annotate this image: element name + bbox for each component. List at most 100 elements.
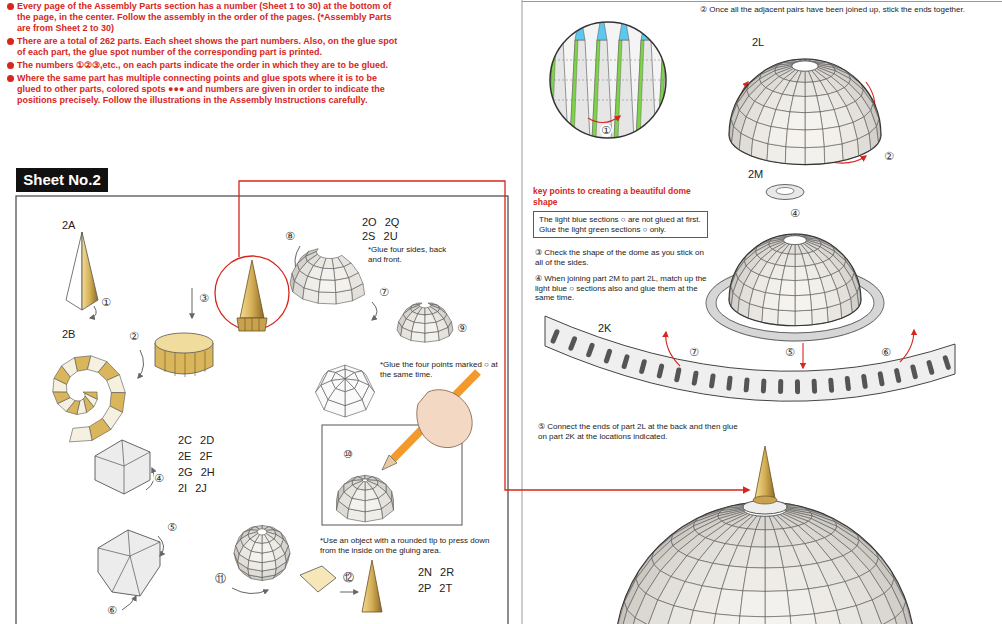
- step-number: ⑥: [880, 346, 892, 359]
- pencil-tip: [382, 455, 397, 470]
- part-number: 2I 2J: [178, 482, 207, 495]
- panel-divider: [522, 0, 523, 624]
- part-number: 2S 2U: [362, 230, 398, 243]
- dome-panel: [797, 71, 805, 82]
- dome-panel: [740, 591, 765, 617]
- part-number: 2N 2R: [418, 566, 454, 579]
- arch-window: [674, 367, 682, 383]
- dome-panel: [716, 589, 743, 616]
- spire-base: [237, 318, 267, 331]
- step-number: ⑪: [214, 572, 227, 585]
- dome-panel: [255, 535, 262, 544]
- step-number: ⑦: [378, 286, 390, 299]
- spire: [362, 560, 382, 612]
- dome-panel: [805, 96, 820, 113]
- arch-window: [894, 368, 902, 384]
- dome-panel: [756, 516, 765, 530]
- top-piece: [316, 365, 375, 417]
- sphere-piece: [234, 525, 290, 580]
- spire: [755, 446, 775, 498]
- note-row: The numbers ①②③,etc., on each parts indi…: [6, 60, 401, 71]
- dome-panel: [805, 147, 825, 165]
- step-number: ④: [789, 207, 801, 220]
- dome-panel: [722, 566, 747, 591]
- dome-panel: [345, 389, 362, 406]
- dome-panel: [790, 96, 805, 113]
- ring-hole: [776, 188, 794, 195]
- instruction-text: *Glue four sides, back and front.: [368, 245, 460, 264]
- step-number: ②: [883, 150, 895, 163]
- dome-panel: [805, 129, 824, 148]
- dome-panel: [711, 614, 740, 624]
- dome-panel: [787, 112, 805, 130]
- dome-panel: [814, 610, 843, 624]
- hand: [417, 390, 472, 448]
- instruction-text: ③ Check the shape of the dome as you sti…: [535, 248, 710, 267]
- part-piece: [98, 530, 160, 596]
- part-number: 2C 2D: [178, 434, 214, 447]
- dome-panel: [262, 542, 273, 553]
- sheet-tag: Sheet No.2: [16, 168, 108, 192]
- arch-window: [568, 336, 578, 352]
- fold-line: [550, 80, 666, 81]
- ring-part: [766, 185, 804, 200]
- bullet-dot: [7, 62, 14, 69]
- box-body: The light blue sections ○ are not glued …: [533, 211, 708, 238]
- part-net: [82, 232, 98, 310]
- highlight-circle: [215, 256, 289, 330]
- arch-window: [942, 355, 951, 371]
- dome-panel: [785, 147, 805, 165]
- step-number: ②: [128, 330, 140, 343]
- spiral-segment: [89, 419, 111, 441]
- dome-panel: [805, 71, 813, 82]
- arch-window: [639, 359, 648, 375]
- instruction-note: There are a total of 262 parts. Each she…: [17, 36, 397, 57]
- note-row: Where the same part has multiple connect…: [6, 73, 401, 106]
- spiral-part: [53, 356, 126, 442]
- dome-panel: [778, 295, 795, 311]
- dome-panel: [687, 610, 716, 624]
- fold-arrow: [158, 536, 164, 556]
- dome-panel: [805, 82, 817, 97]
- pressed-piece: [337, 475, 394, 522]
- dome-2L: [729, 59, 881, 165]
- dome-panel: [765, 530, 779, 548]
- step-number: ①: [100, 296, 112, 309]
- dome-panel: [328, 389, 345, 406]
- step-number: ①: [600, 124, 612, 137]
- glue-tab-green: [614, 40, 622, 140]
- part-piece: [95, 440, 150, 494]
- bullet-dot: [7, 38, 14, 45]
- petal: [636, 40, 656, 140]
- dome-panel: [318, 292, 336, 304]
- spiral-segment: [53, 392, 70, 404]
- dome-panel: [767, 144, 786, 164]
- petal: [614, 40, 634, 140]
- spire: [240, 260, 264, 318]
- dome-panel: [795, 295, 812, 311]
- step-number: ⑫: [342, 571, 355, 584]
- step-number: ⑨: [456, 322, 468, 335]
- dome-panel: [783, 566, 808, 591]
- dome-outline: [615, 502, 915, 624]
- leader-line: [239, 181, 749, 490]
- step-number: ⑤: [166, 521, 178, 534]
- notes-block: Every page of the Assembly Parts section…: [6, 1, 401, 108]
- join-arrow: [900, 330, 914, 362]
- dome-panel: [795, 244, 802, 254]
- arch-window: [621, 354, 630, 370]
- dome-panel: [766, 278, 782, 295]
- glue-tab-green: [526, 40, 534, 140]
- dome-panel: [808, 278, 824, 295]
- dome-panel: [780, 280, 795, 296]
- dome-panel: [771, 110, 790, 130]
- pencil: [393, 372, 478, 459]
- arch-window: [585, 342, 595, 358]
- dome-panel: [765, 568, 787, 592]
- panel-border: [522, 1, 1002, 2]
- step-number: ⑤: [784, 346, 796, 359]
- dome-panel: [425, 322, 438, 333]
- dome-panel: [810, 293, 827, 311]
- band-part: [545, 316, 955, 401]
- instruction-text: ⑤ Connect the ends of part 2L at the bac…: [538, 422, 748, 441]
